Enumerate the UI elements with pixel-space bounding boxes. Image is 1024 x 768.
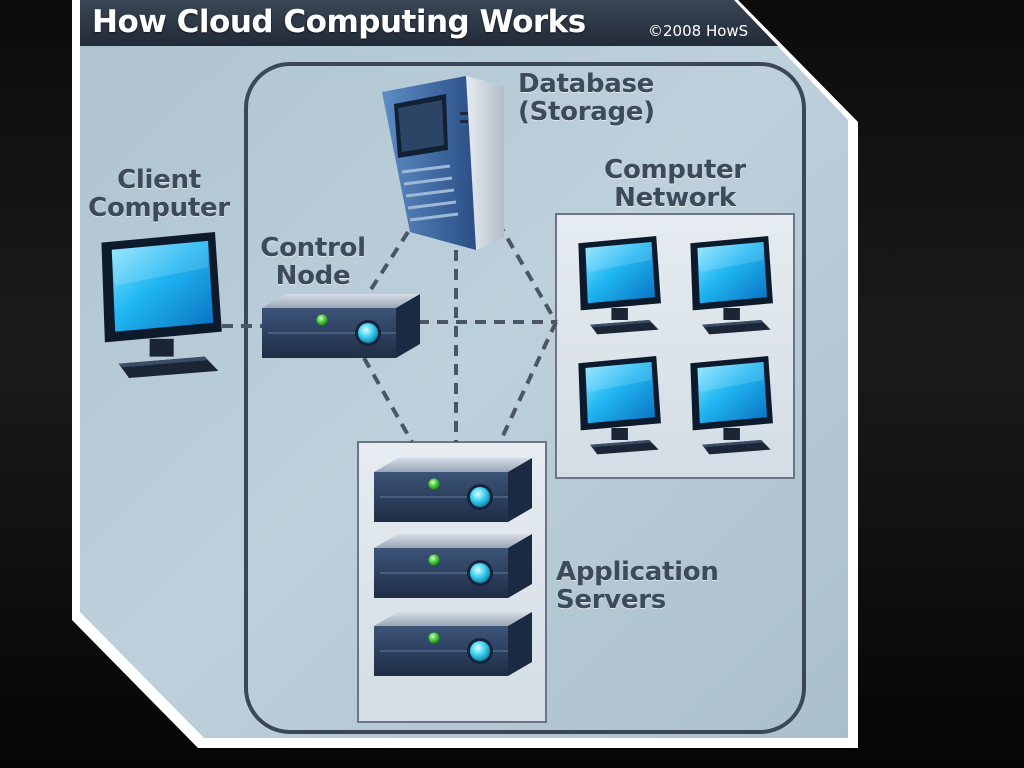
client-computer-label: Client Computer	[80, 166, 238, 222]
link-database-control	[366, 230, 410, 296]
application-servers-label-line1: Application	[556, 557, 719, 587]
cloud-boundary	[244, 62, 806, 734]
computer-network-label-line1: Computer	[604, 155, 746, 185]
database-server-icon	[382, 76, 504, 250]
database-label: Database (Storage)	[518, 70, 655, 126]
title-bar	[80, 0, 778, 46]
control-node-label-line2: Node	[275, 261, 351, 291]
computer-network-label: Computer Network	[586, 156, 764, 212]
link-control-servers	[362, 357, 414, 443]
connection-lines	[222, 220, 558, 443]
client-computer-label-line1: Client	[117, 165, 201, 195]
computer-network-label-line2: Network	[614, 183, 736, 213]
application-server-icon	[373, 611, 533, 677]
control-node-label: Control Node	[254, 234, 372, 290]
application-servers-label: Application Servers	[556, 558, 719, 614]
diagram-title: How Cloud Computing Works	[92, 4, 586, 40]
application-server-icon	[373, 533, 533, 599]
application-servers-label-line2: Servers	[556, 585, 666, 615]
database-label-line1: Database	[518, 69, 654, 99]
copyright-notice: ©2008 HowS	[648, 22, 749, 40]
control-node-icon	[261, 293, 421, 359]
client-computer-label-line2: Computer	[88, 193, 230, 223]
link-network-servers	[498, 321, 558, 443]
diagram-panel	[80, 0, 848, 738]
control-node-label-line1: Control	[260, 233, 366, 263]
application-server-icon	[373, 457, 533, 523]
database-label-line2: (Storage)	[518, 97, 655, 127]
link-database-network	[496, 220, 558, 324]
